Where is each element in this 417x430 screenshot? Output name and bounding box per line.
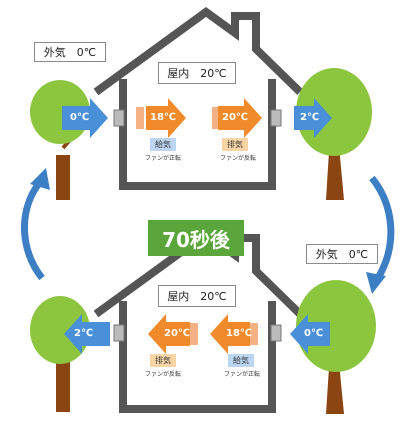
top-right-mode-badge: 排気 — [222, 138, 248, 151]
bottom-right-mode-note: ファンが正転 — [224, 371, 261, 378]
top-left-arrow-temp: 0℃ — [70, 112, 90, 123]
cycle-arrow-left — [21, 168, 50, 281]
bottom-right-supply-arrow — [290, 314, 330, 354]
top-indoor-temp-label: 屋内 20℃ — [158, 62, 236, 84]
top-center-left-temp: 18℃ — [150, 112, 177, 123]
bottom-right-mode-badge: 給気 — [228, 354, 254, 367]
top-right-mode-note: ファンが反転 — [220, 155, 257, 162]
bottom-left-exhaust-arrow — [64, 314, 110, 354]
bottom-left-mode-badge: 排気 — [150, 354, 176, 367]
bottom-center-left-arrow — [148, 314, 198, 354]
top-center-left-arrow — [136, 98, 186, 138]
elapsed-time-banner: 70秒後 — [148, 220, 244, 256]
tree-top-right — [296, 68, 372, 200]
bottom-house — [93, 229, 303, 413]
top-right-exhaust-arrow — [294, 98, 332, 138]
bottom-right-arrow-temp: 0℃ — [304, 328, 324, 339]
bottom-left-arrow-temp: 2℃ — [74, 328, 94, 339]
bottom-left-mode-note: ファンが反転 — [145, 371, 182, 378]
bottom-center-left-temp: 20℃ — [164, 328, 191, 339]
top-left-supply-arrow — [62, 98, 108, 138]
top-center-right-arrow — [212, 98, 262, 138]
top-center-right-temp: 20℃ — [222, 112, 249, 123]
bottom-outside-temp-label: 外気 0℃ — [306, 244, 378, 264]
top-outside-temp-label: 外気 0℃ — [34, 42, 106, 62]
tree-bottom-right — [296, 280, 376, 414]
bottom-center-right-arrow — [210, 314, 258, 354]
cycle-arrow-right — [366, 175, 395, 294]
top-left-mode-note: ファンが正転 — [145, 155, 182, 162]
top-house — [93, 7, 303, 190]
top-right-arrow-temp: 2℃ — [300, 112, 320, 123]
top-left-mode-badge: 給気 — [150, 138, 176, 151]
bottom-indoor-temp-label: 屋内 20℃ — [158, 285, 236, 307]
tree-bottom-left — [30, 296, 90, 412]
bottom-center-right-temp: 18℃ — [226, 328, 253, 339]
